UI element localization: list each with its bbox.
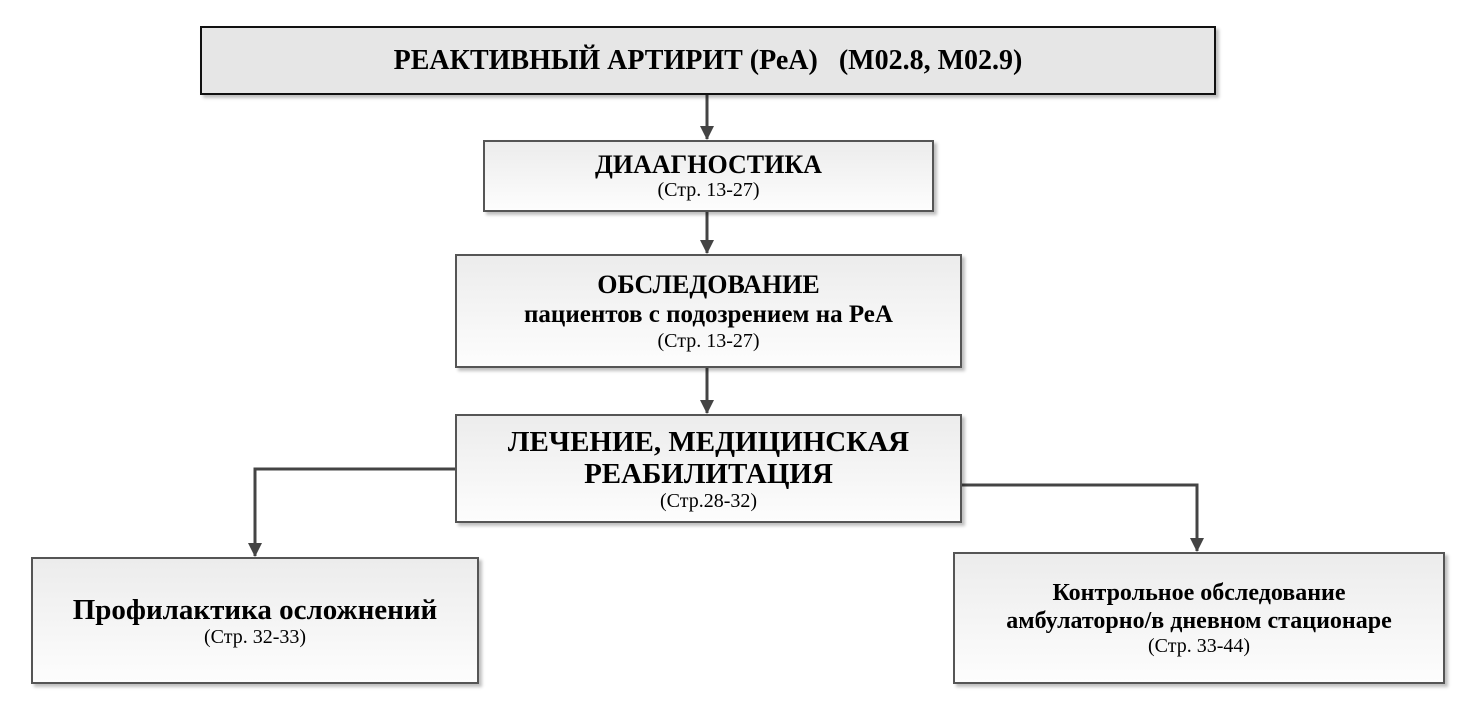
control-title-line1: Контрольное обследование (1052, 580, 1346, 606)
treatment-title-line2: РЕАБИЛИТАЦИЯ (584, 457, 833, 490)
examination-title: ОБСЛЕДОВАНИЕ (597, 270, 820, 299)
diagnostics-pages: (Стр. 13-27) (657, 179, 760, 201)
prevention-box: Профилактика осложнений (Стр. 32-33) (31, 557, 479, 684)
title-codes: (М02.8, М02.9) (838, 44, 1023, 76)
treatment-pages: (Стр.28-32) (659, 489, 758, 512)
examination-subtitle: пациентов с подозрением на РеА (524, 301, 893, 328)
title-main: РЕАКТИВНЫЙ АРТИРИТ (РеА) (393, 44, 818, 76)
examination-box: ОБСЛЕДОВАНИЕ пациентов с подозрением на … (455, 254, 962, 368)
title-box: РЕАКТИВНЫЙ АРТИРИТ (РеА) (М02.8, М02.9) (200, 26, 1216, 95)
diagnostics-box: ДИААГНОСТИКА (Стр. 13-27) (483, 140, 934, 212)
arrow-treatment-to-prevention (248, 467, 455, 557)
diagnostics-title: ДИААГНОСТИКА (595, 150, 822, 179)
prevention-title: Профилактика осложнений (72, 593, 438, 626)
control-box: Контрольное обследование амбулаторно/в д… (953, 552, 1445, 684)
control-pages: (Стр. 33-44) (1147, 635, 1251, 657)
title-text: РЕАКТИВНЫЙ АРТИРИТ (РеА) (М02.8, М02.9) (394, 45, 1023, 77)
treatment-box: ЛЕЧЕНИЕ, МЕДИЦИНСКАЯ РЕАБИЛИТАЦИЯ (Стр.2… (455, 414, 962, 523)
prevention-pages: (Стр. 32-33) (203, 625, 307, 648)
control-title-line2: амбулаторно/в дневном стационаре (1006, 608, 1392, 634)
arrow-treatment-to-control (961, 483, 1204, 552)
treatment-title-line1: ЛЕЧЕНИЕ, МЕДИЦИНСКАЯ (507, 425, 910, 458)
examination-pages: (Стр. 13-27) (657, 330, 760, 352)
